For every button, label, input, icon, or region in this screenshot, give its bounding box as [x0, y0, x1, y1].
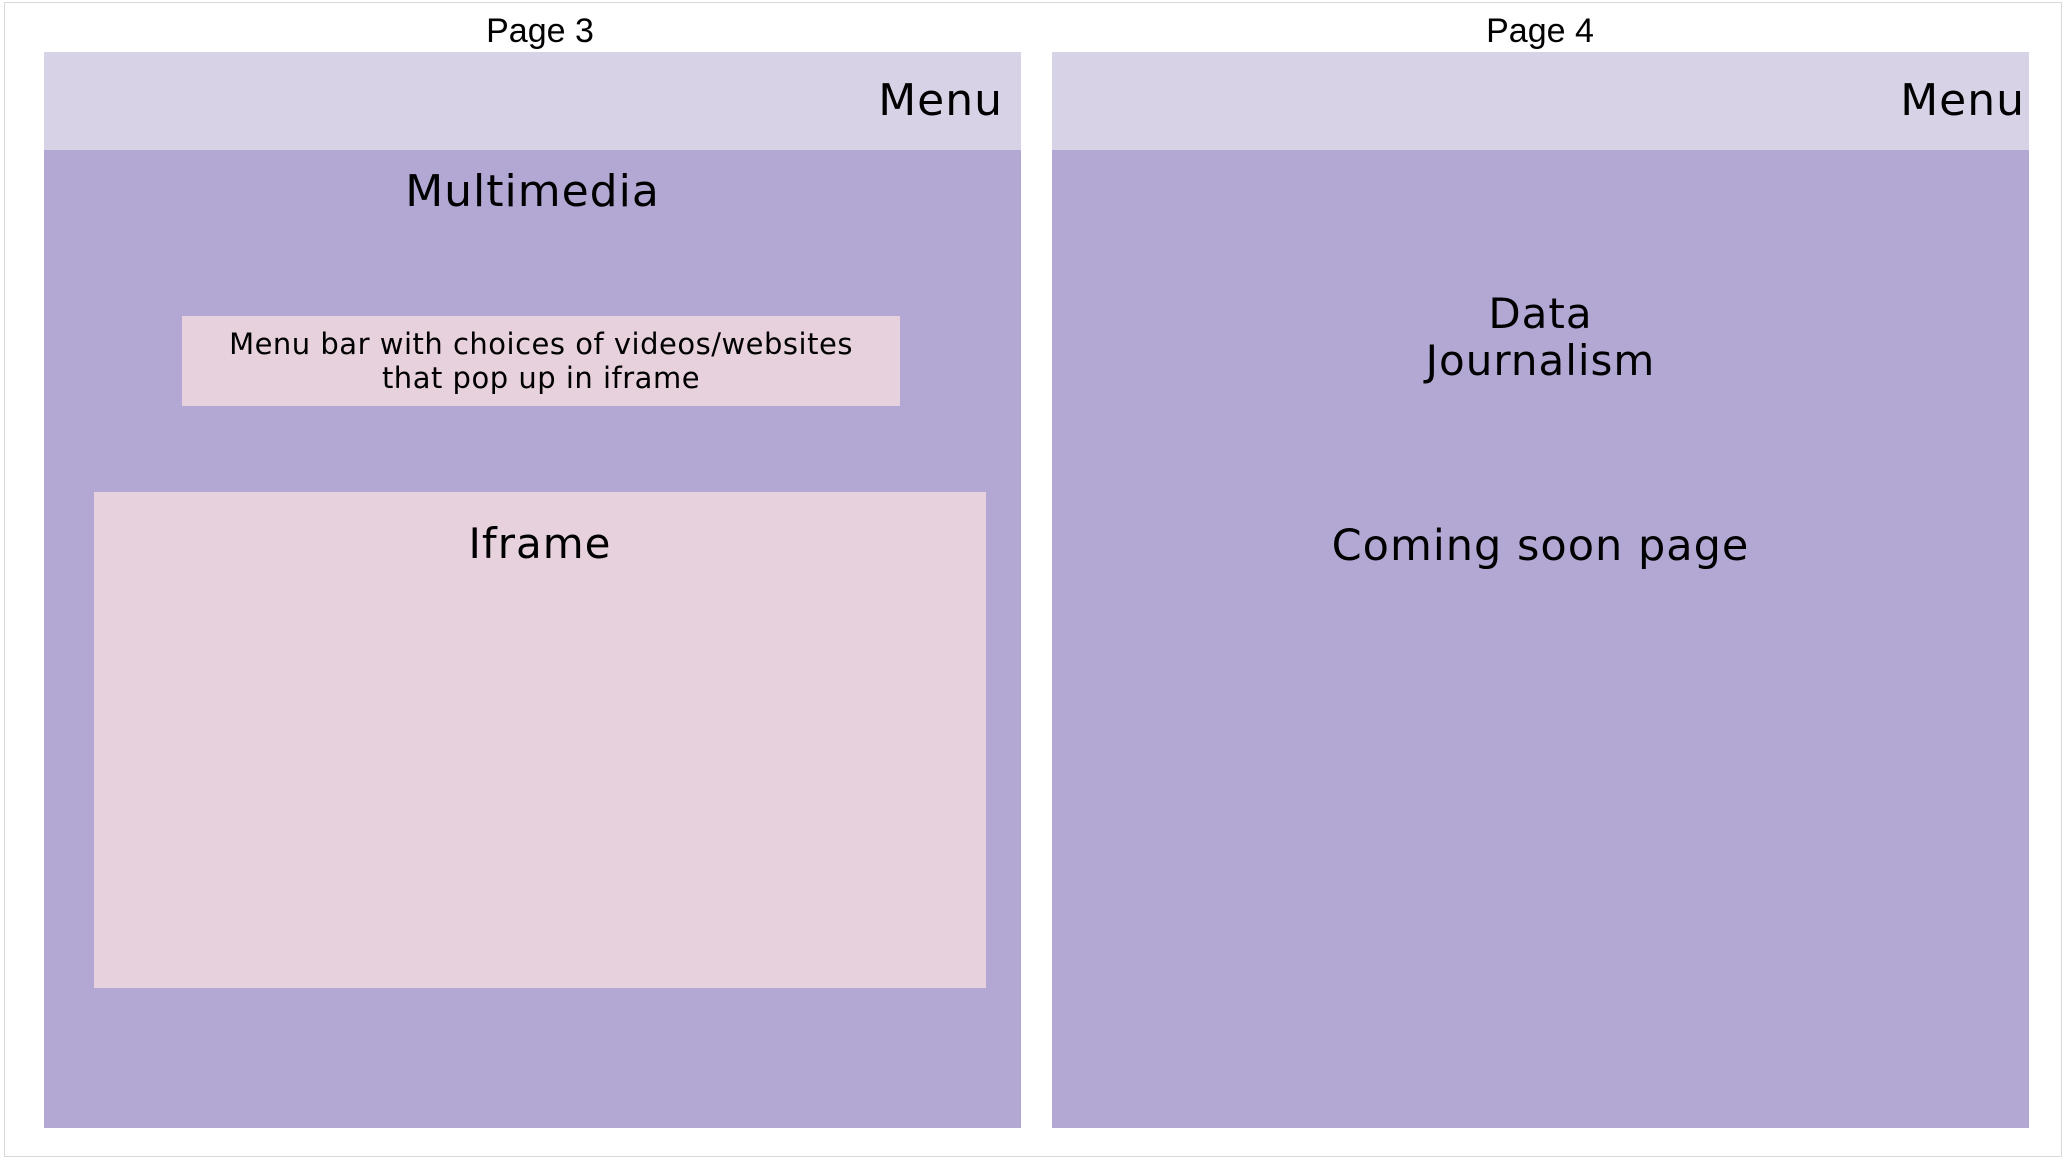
- page-3-iframe-label: Iframe: [468, 519, 612, 568]
- page-3-header-bar: Menu: [44, 52, 1021, 150]
- page-4-label: Page 4: [1486, 12, 1594, 50]
- page-4-coming-soon: Coming soon page: [1331, 521, 1750, 571]
- page-3-title: Multimedia: [405, 166, 660, 217]
- page-3-menu-bar-box: Menu bar with choices of videos/websites…: [182, 316, 900, 406]
- page-4-header-bar: Menu: [1052, 52, 2029, 150]
- page-3-menu-label: Menu: [878, 75, 1003, 126]
- canvas-border: [4, 2, 2062, 1157]
- page-3-wireframe: Menu Multimedia Menu bar with choices of…: [44, 52, 1021, 1128]
- page-4-title-line-2: Journalism: [1425, 336, 1656, 385]
- page-3-label: Page 3: [486, 12, 594, 50]
- page-4-menu-label: Menu: [1900, 75, 2025, 126]
- page-3-menu-bar-text: Menu bar with choices of videos/websites…: [229, 327, 853, 395]
- page-3-body: Multimedia Menu bar with choices of vide…: [44, 150, 1021, 1128]
- page-4-title-line-1: Data: [1488, 289, 1593, 338]
- page-3-iframe-box: Iframe: [94, 492, 986, 988]
